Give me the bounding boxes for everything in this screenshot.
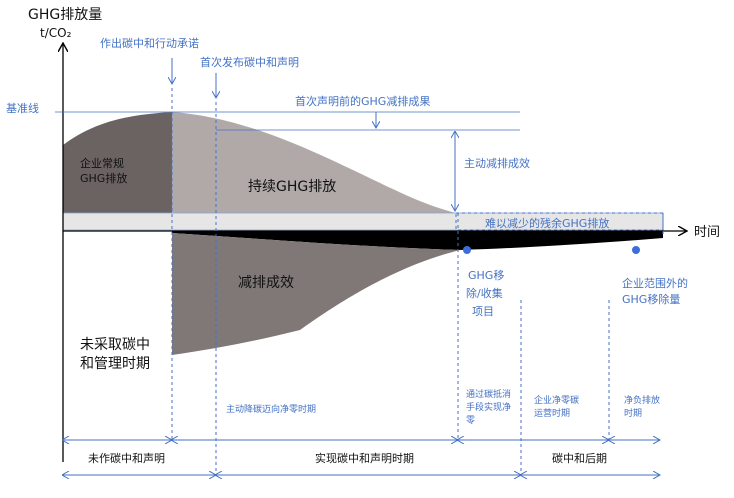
- first-result-label: 首次声明前的GHG减排成果: [295, 94, 430, 108]
- continued-emission-area: [172, 112, 456, 213]
- active-to-zero-label: 主动降碳迈向净零时期: [226, 403, 316, 415]
- offset-label-2: 手段实现净: [466, 401, 511, 413]
- active-reduction-label: 主动减排成效: [464, 156, 530, 170]
- outside-removal-marker: [632, 246, 640, 254]
- removal-marker: [463, 246, 471, 254]
- net-negative-label-1: 净负排放: [624, 394, 660, 406]
- y-axis-title: GHG排放量: [28, 7, 102, 23]
- removal-label-1: GHG移: [468, 269, 504, 282]
- net-zero-label-1: 企业净零碳: [534, 394, 579, 406]
- timeline-label-post: 碳中和后期: [552, 451, 607, 465]
- net-zero-label-2: 运营时期: [534, 407, 570, 419]
- timeline-label-achieve: 实现碳中和声明时期: [315, 451, 414, 465]
- commit-label: 作出碳中和行动承诺: [100, 36, 199, 50]
- routine-emission-area: [63, 112, 172, 213]
- offset-label-1: 通过碳抵消: [466, 388, 511, 400]
- residual-label: 难以减少的残余GHG排放: [485, 216, 609, 230]
- offset-label-3: 零: [466, 415, 475, 426]
- routine-area-label-2: GHG排放: [80, 171, 127, 185]
- removal-label-2: 除/收集: [466, 286, 503, 300]
- timeline-label-not-declared: 未作碳中和声明: [88, 451, 165, 465]
- net-negative-label-2: 时期: [624, 407, 642, 419]
- x-axis-title: 时间: [694, 225, 720, 240]
- reduction-area-label: 减排成效: [238, 275, 294, 291]
- no-action-label-2: 和管理时期: [80, 356, 150, 372]
- routine-area-label-1: 企业常规: [80, 156, 124, 170]
- residual-dashed-box: [455, 212, 664, 231]
- outside-removal-label-1: 企业范围外的: [622, 276, 688, 290]
- removal-label-3: 项目: [472, 305, 494, 318]
- removal-wedge: [172, 231, 663, 250]
- outside-removal-label-2: GHG移除量: [622, 292, 680, 306]
- first-declare-label: 首次发布碳中和声明: [200, 55, 299, 69]
- y-axis-unit: t/CO₂: [40, 26, 72, 40]
- reduction-area: [172, 233, 460, 355]
- continued-area-label: 持续GHG排放: [248, 178, 336, 195]
- baseline-label: 基准线: [6, 101, 39, 115]
- no-action-label-1: 未采取碳中: [80, 337, 150, 353]
